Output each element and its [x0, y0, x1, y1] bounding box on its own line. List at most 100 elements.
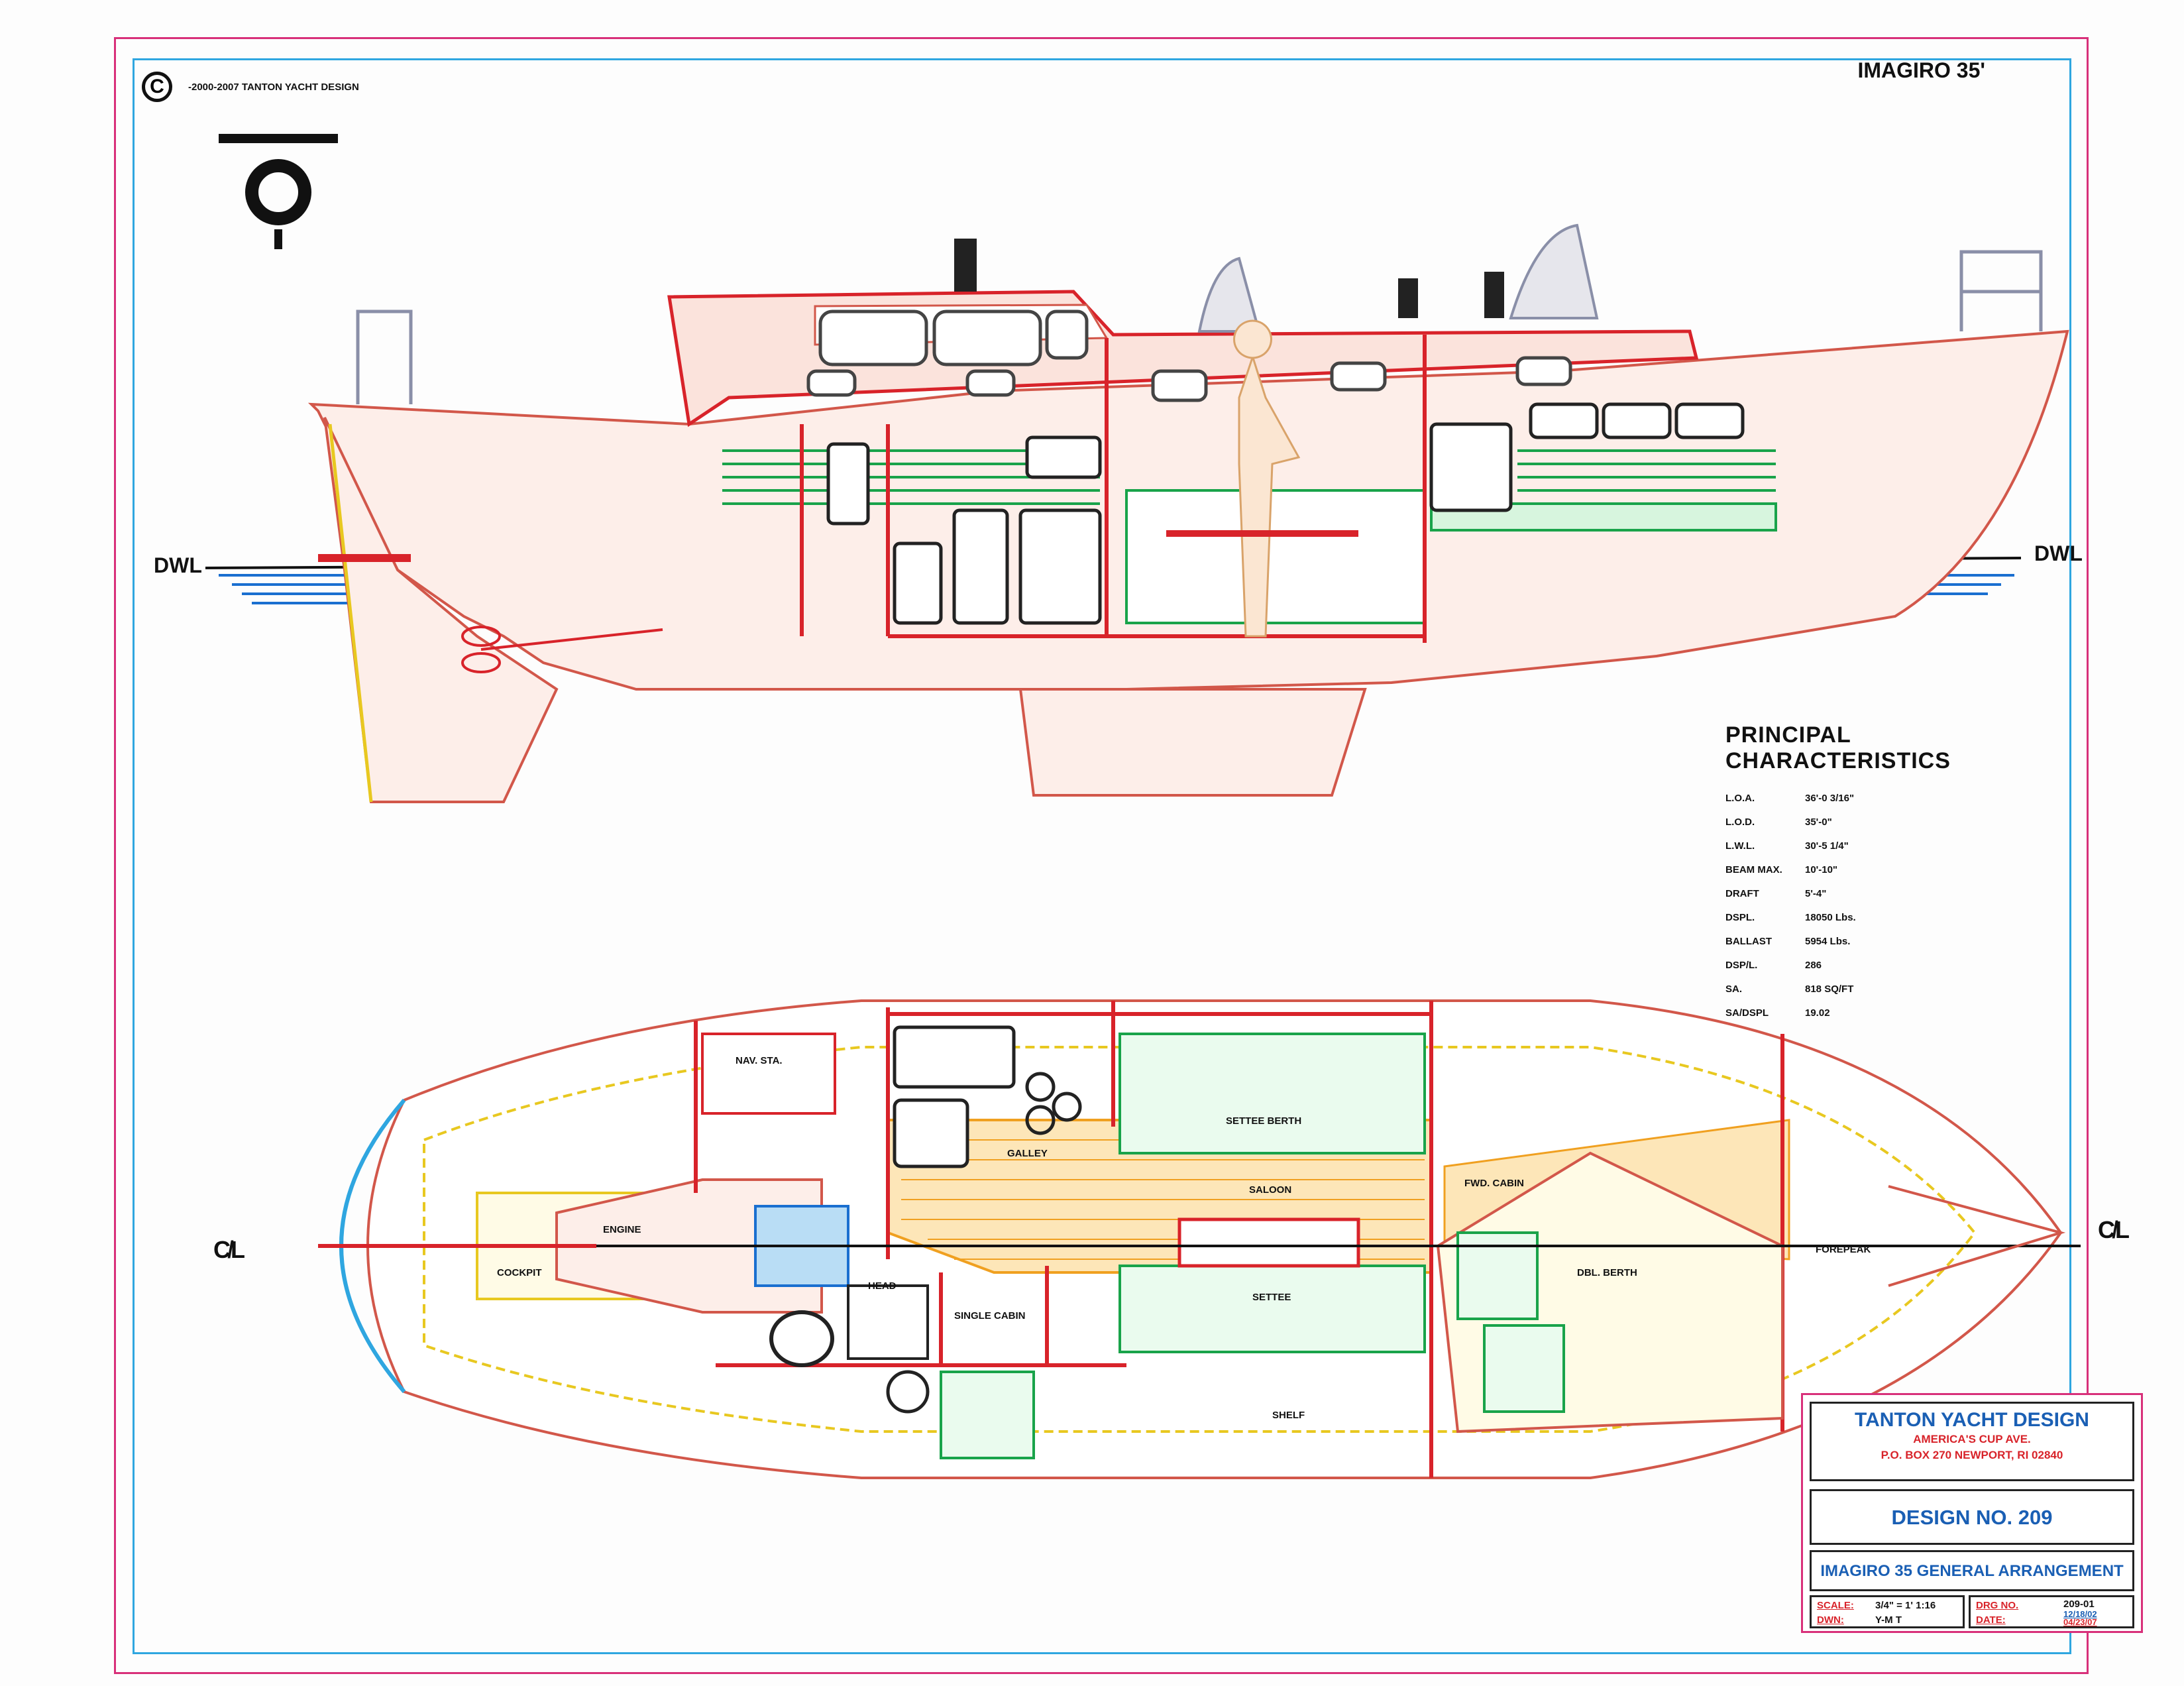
- galley-sink: [893, 1098, 969, 1168]
- principal-characteristics: PRINCIPAL CHARACTERISTICS L.O.A. 36'-0 3/…: [1725, 722, 2070, 1025]
- characteristic-row: L.W.L. 30'-5 1/4": [1725, 834, 2070, 858]
- characteristic-value: 5954 Lbs.: [1805, 935, 1851, 947]
- tanton-logo-icon: [219, 134, 338, 249]
- scale-value: 3/4" = 1' 1:16: [1875, 1600, 1936, 1611]
- characteristic-key: DSP/L.: [1725, 959, 1758, 971]
- inner-border: [133, 58, 2071, 1654]
- drawing-number-box: DRG NO. 209-01 12/18/02 DATE: 04/23/07: [1969, 1595, 2134, 1628]
- label-dbl-berth: DBL. BERTH: [1577, 1267, 1637, 1278]
- drawing-title: IMAGIRO 35': [1857, 58, 1985, 82]
- characteristic-key: L.O.D.: [1725, 816, 1755, 828]
- label-nav-station: NAV. STA.: [736, 1055, 783, 1066]
- head: [847, 1284, 929, 1360]
- rails: [356, 250, 2043, 404]
- characteristic-value: 36'-0 3/16": [1805, 792, 1855, 804]
- characteristic-value: 30'-5 1/4": [1805, 840, 1849, 852]
- label-forepeak: FOREPEAK: [1816, 1244, 1871, 1255]
- firm-name: TANTON YACHT DESIGN: [1855, 1409, 2089, 1431]
- firm-address-1: AMERICA'S CUP AVE.: [1913, 1433, 2031, 1445]
- centerline-label-right: C̸L: [2098, 1216, 2130, 1243]
- firm-box: TANTON YACHT DESIGN AMERICA'S CUP AVE. P…: [1810, 1402, 2134, 1481]
- characteristic-key: L.O.A.: [1725, 792, 1755, 804]
- plan-bulkheads: [694, 1001, 1784, 1478]
- drawn-by-value: Y-M T: [1875, 1614, 1902, 1626]
- date-label: DATE:: [1976, 1614, 2006, 1626]
- drawing-name: IMAGIRO 35 GENERAL ARRANGEMENT: [1820, 1562, 2124, 1580]
- label-single-cabin: SINGLE CABIN: [954, 1310, 1026, 1321]
- characteristic-value: 818 SQ/FT: [1805, 983, 1854, 995]
- characteristic-row: SA/DSPL 19.02: [1725, 1001, 2070, 1025]
- copyright-text: -2000-2007 TANTON YACHT DESIGN: [188, 81, 359, 93]
- toilet-icon: [769, 1310, 834, 1367]
- characteristic-key: DRAFT: [1725, 887, 1759, 899]
- propeller-icon: [461, 626, 663, 673]
- design-number: DESIGN NO. 209: [1891, 1506, 2053, 1529]
- drawing-name-box: IMAGIRO 35 GENERAL ARRANGEMENT: [1810, 1550, 2134, 1591]
- label-head: HEAD: [868, 1280, 897, 1292]
- characteristic-row: BALLAST 5954 Lbs.: [1725, 929, 2070, 953]
- characteristic-value: 19.02: [1805, 1007, 1830, 1019]
- characteristic-key: BALLAST: [1725, 935, 1772, 947]
- keel: [1018, 688, 1367, 797]
- date-2: 04/23/07: [2063, 1617, 2097, 1627]
- vent-icon: [954, 239, 977, 292]
- characteristic-value: 18050 Lbs.: [1805, 911, 1856, 923]
- characteristic-row: DSPL. 18050 Lbs.: [1725, 905, 2070, 929]
- galley-units: [826, 402, 1745, 625]
- scale-label: SCALE:: [1817, 1600, 1854, 1611]
- characteristic-value: 35'-0": [1805, 816, 1832, 828]
- drawing-number-value: 209-01: [2063, 1599, 2095, 1610]
- label-cockpit: COCKPIT: [497, 1267, 542, 1278]
- hatch-fwd: [1509, 223, 1599, 319]
- label-fwd-cabin: FWD. CABIN: [1464, 1178, 1524, 1189]
- bulkheads: [800, 335, 1427, 643]
- firm-address-2: P.O. BOX 270 NEWPORT, RI 02840: [1881, 1449, 2063, 1461]
- profile-view: DWL DWL: [154, 223, 2083, 803]
- characteristic-row: DSP/L. 286: [1725, 953, 2070, 977]
- hatch-aft: [1197, 256, 1261, 333]
- characteristic-row: L.O.D. 35'-0": [1725, 810, 2070, 834]
- cabin-windows: [806, 309, 1572, 402]
- single-berth: [940, 1371, 1035, 1459]
- label-settee: SETTEE: [1252, 1292, 1291, 1303]
- label-galley: GALLEY: [1007, 1148, 1048, 1159]
- characteristic-row: DRAFT 5'-4": [1725, 881, 2070, 905]
- dwl-label-left: DWL: [154, 553, 202, 577]
- copyright-icon: C: [142, 72, 172, 102]
- characteristic-row: L.O.A. 36'-0 3/16": [1725, 786, 2070, 810]
- characteristic-value: 5'-4": [1805, 887, 1827, 899]
- label-engine: ENGINE: [603, 1224, 641, 1235]
- characteristic-key: BEAM MAX.: [1725, 864, 1782, 875]
- label-settee-berth: SETTEE BERTH: [1226, 1115, 1301, 1127]
- drawing-number-label: DRG NO.: [1976, 1600, 2019, 1611]
- settee: [1119, 1264, 1426, 1353]
- date-1: 12/18/02: [2063, 1609, 2097, 1619]
- scale-box: SCALE: 3/4" = 1' 1:16 DWN: Y-M T: [1810, 1595, 1965, 1628]
- characteristic-value: 286: [1805, 959, 1822, 971]
- deck-line: [423, 1046, 1977, 1433]
- centerline-label-left: C̸L: [213, 1236, 245, 1263]
- settee-berth: [1119, 1033, 1426, 1154]
- characteristic-value: 10'-10": [1805, 864, 1838, 875]
- characteristic-row: SA. 818 SQ/FT: [1725, 977, 2070, 1001]
- characteristic-key: L.W.L.: [1725, 840, 1755, 852]
- characteristic-row: BEAM MAX. 10'-10": [1725, 858, 2070, 881]
- stove-icon: [1025, 1072, 1082, 1135]
- label-saloon: SALOON: [1249, 1184, 1291, 1196]
- characteristic-key: SA.: [1725, 983, 1743, 995]
- label-shelf: SHELF: [1272, 1410, 1305, 1421]
- title-block: TANTON YACHT DESIGN AMERICA'S CUP AVE. P…: [1801, 1393, 2143, 1633]
- saloon-table: [1177, 1217, 1360, 1268]
- design-box: DESIGN NO. 209: [1810, 1489, 2134, 1545]
- nav-station: [701, 1033, 836, 1115]
- outer-border: [114, 37, 2089, 1674]
- characteristic-key: SA/DSPL: [1725, 1007, 1769, 1019]
- human-figure: [1233, 319, 1301, 638]
- drawn-by-label: DWN:: [1817, 1614, 1844, 1626]
- dwl-label-right: DWL: [2034, 541, 2083, 565]
- characteristic-key: DSPL.: [1725, 911, 1755, 923]
- copyright: C -2000-2007 TANTON YACHT DESIGN: [142, 72, 359, 102]
- principal-title: PRINCIPAL CHARACTERISTICS: [1725, 722, 1951, 773]
